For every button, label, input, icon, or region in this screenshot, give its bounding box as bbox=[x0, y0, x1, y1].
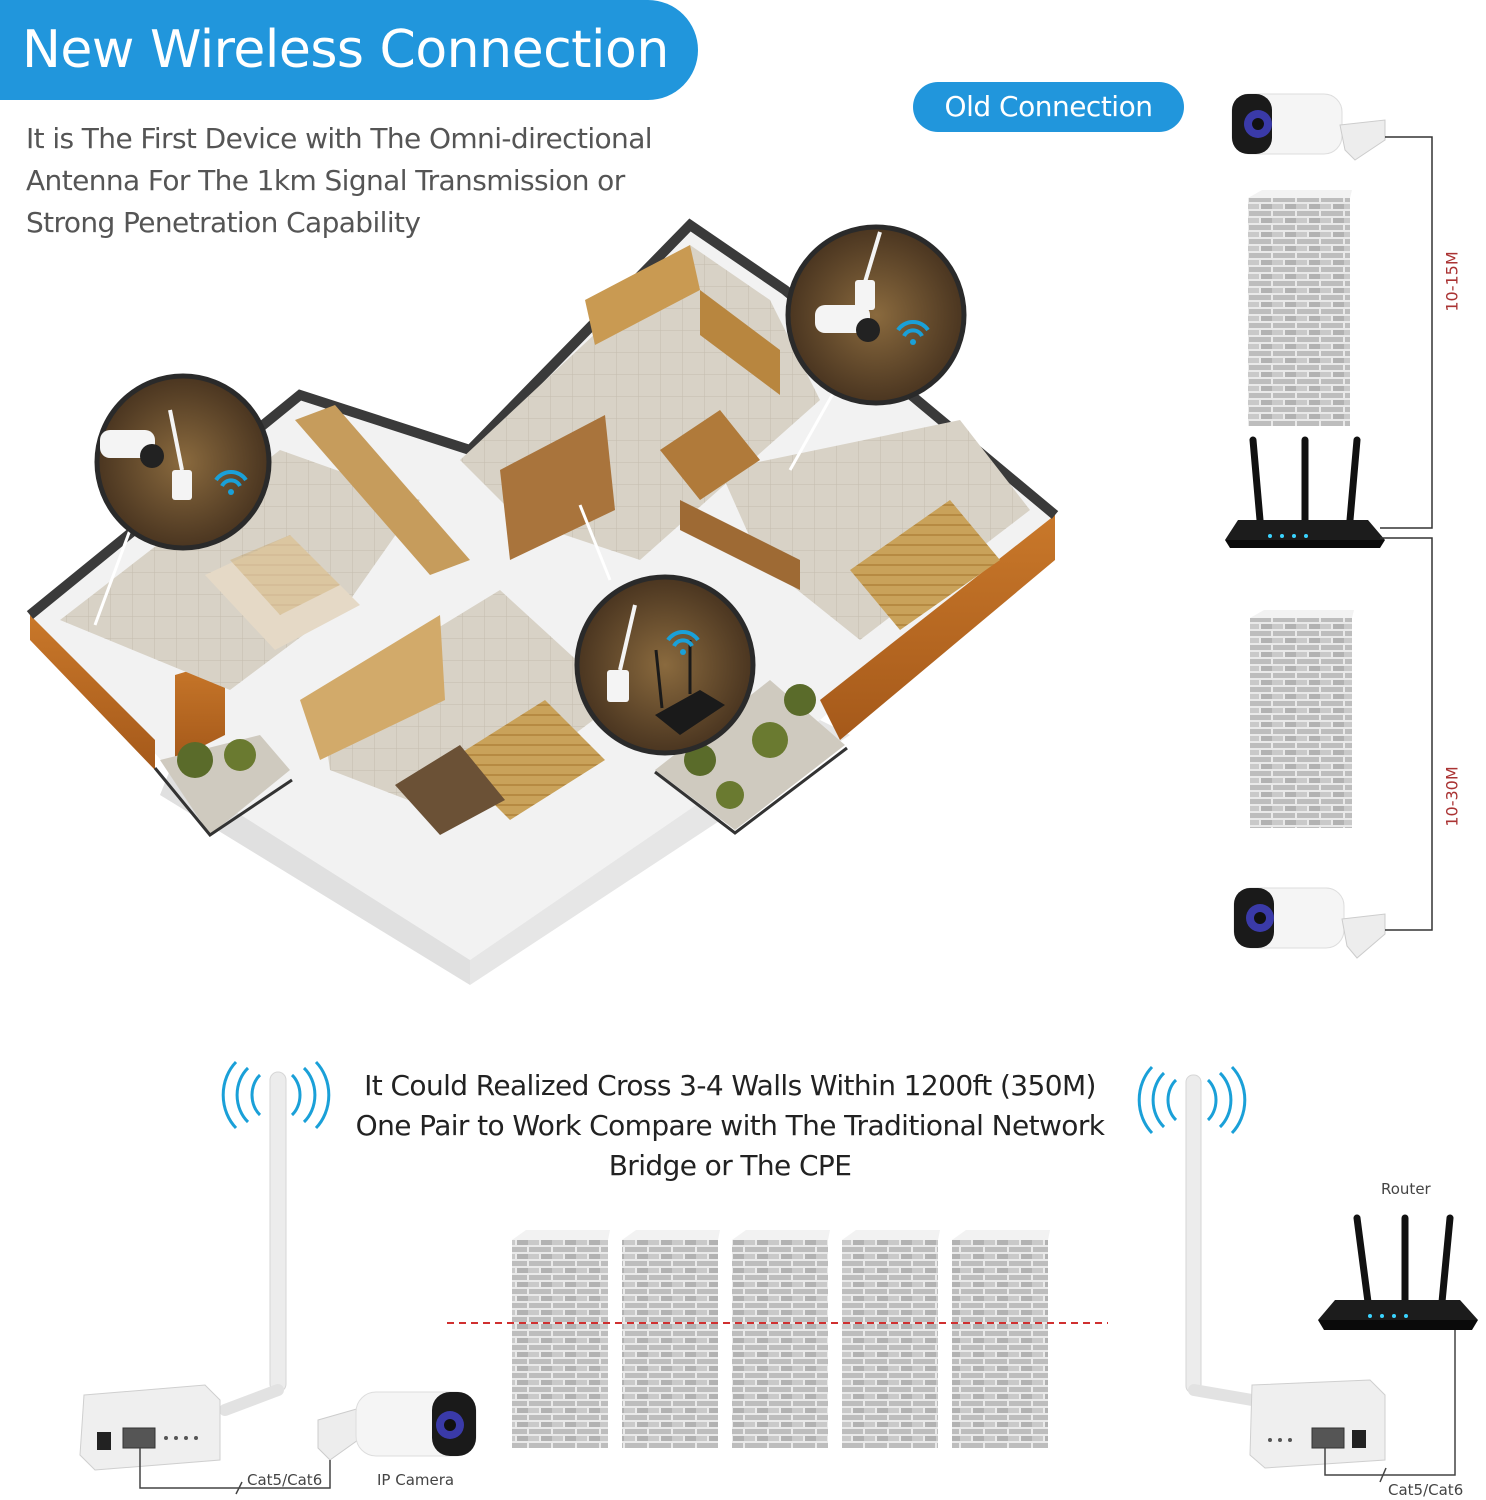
cable-break-mark bbox=[235, 1481, 243, 1495]
subtitle: It is The First Device with The Omni-dir… bbox=[26, 118, 686, 244]
wall-top bbox=[1250, 610, 1354, 618]
wall-top bbox=[1248, 190, 1352, 198]
zoom-circle-left bbox=[93, 373, 272, 626]
cable-line bbox=[139, 1448, 331, 1489]
cable-line bbox=[1324, 1330, 1456, 1476]
signal-waves-left-icon bbox=[221, 1060, 331, 1130]
page-title: New Wireless Connection bbox=[0, 0, 698, 100]
router bbox=[1318, 1214, 1478, 1330]
old-connection-badge: Old Connection bbox=[913, 82, 1184, 132]
old-connection-camera-top bbox=[1231, 93, 1386, 161]
router-label: Router bbox=[1381, 1180, 1431, 1198]
bottom-line: Bridge or The CPE bbox=[608, 1149, 852, 1182]
signal-waves-right-icon bbox=[1137, 1065, 1247, 1135]
wifi-icon bbox=[666, 630, 700, 655]
bottom-line: It Could Realized Cross 3-4 Walls Within… bbox=[364, 1069, 1096, 1102]
subtitle-line: Antenna For The 1km Signal Transmission … bbox=[26, 164, 625, 197]
house-floorplan bbox=[26, 218, 1059, 985]
zoom-circle-top-right bbox=[785, 224, 967, 471]
distance-label-bottom: 10-30M bbox=[1442, 766, 1462, 827]
subtitle-line: Strong Penetration Capability bbox=[26, 206, 421, 239]
ip-camera-label: IP Camera bbox=[377, 1471, 455, 1489]
old-connection-router bbox=[1225, 436, 1385, 548]
cable-label-left: Cat5/Cat6 bbox=[247, 1471, 323, 1489]
cable-break-mark bbox=[1379, 1467, 1387, 1483]
old-connection-camera-bottom bbox=[1233, 887, 1386, 959]
wifi-icon bbox=[214, 470, 248, 495]
subtitle-line: It is The First Device with The Omni-dir… bbox=[26, 122, 653, 155]
wifi-icon bbox=[896, 320, 930, 345]
bottom-line: One Pair to Work Compare with The Tradit… bbox=[355, 1109, 1105, 1142]
bottom-description: It Could Realized Cross 3-4 Walls Within… bbox=[330, 1066, 1130, 1186]
wireless-bridge-right bbox=[1185, 1074, 1386, 1469]
wall-block bbox=[1248, 198, 1350, 426]
cable-line bbox=[1380, 537, 1433, 931]
wireless-bridge-left bbox=[79, 1071, 287, 1471]
zoom-circle-center bbox=[574, 504, 756, 756]
wall-block bbox=[1250, 618, 1352, 828]
walls-row bbox=[512, 1230, 1050, 1448]
ip-camera bbox=[317, 1391, 477, 1461]
cable-line bbox=[1380, 136, 1433, 529]
cable-label-right: Cat5/Cat6 bbox=[1388, 1481, 1464, 1499]
distance-label-top: 10-15M bbox=[1442, 251, 1462, 312]
